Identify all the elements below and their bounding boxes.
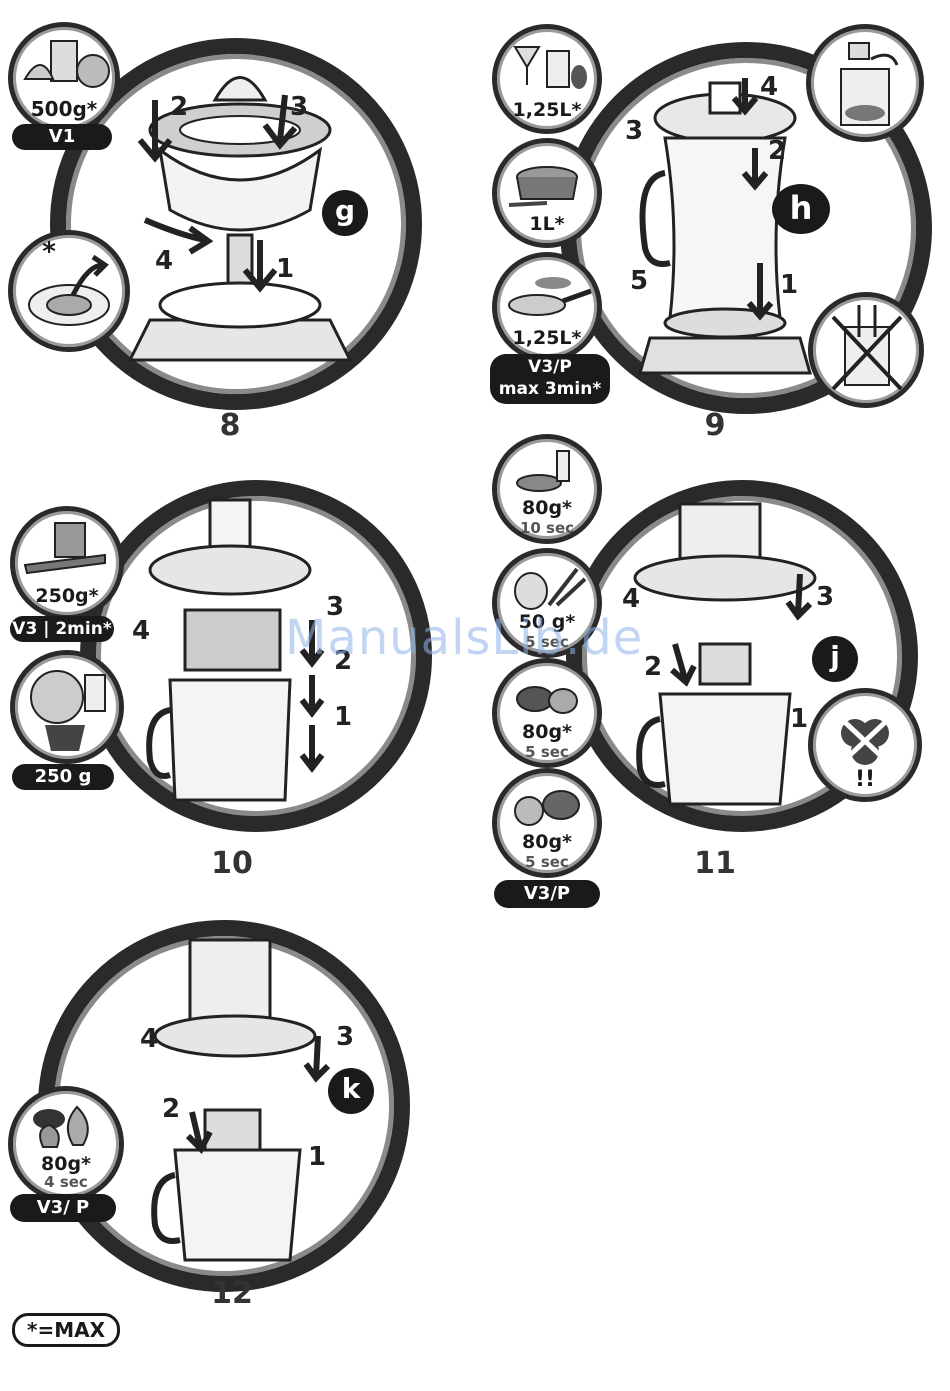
arrow-label-1: 1 xyxy=(334,702,352,732)
arrow-label-3: 3 xyxy=(625,116,643,146)
quantity-badge-meat: 80g* 5 sec xyxy=(492,768,602,878)
quantity-label: 80g* xyxy=(497,721,597,743)
baby-food-icon xyxy=(497,441,597,501)
legend-max-note: *=MAX xyxy=(12,1313,120,1347)
orange-glass-icon xyxy=(13,31,115,91)
panel-step-11: 4 3 2 1 j 80g* 10 sec 50 g* 5 sec 80g* 5… xyxy=(480,430,950,910)
nuts-icon xyxy=(497,665,597,725)
arrow-label-1: 1 xyxy=(276,254,294,284)
panel-step-10: 4 3 2 1 250g* V3 | 2min* 250 g 10 xyxy=(0,470,440,890)
time-label: max 3min* xyxy=(490,378,610,400)
grater-disc-icon xyxy=(15,655,119,759)
quantity-badge-vegetables: 250g* xyxy=(10,506,124,620)
watermark: ManualsLib.de xyxy=(285,610,643,666)
arrow-label-3: 3 xyxy=(336,1022,354,1052)
quantity-label: 1,25L* xyxy=(497,327,597,349)
soup-pot-icon xyxy=(497,147,597,211)
arrow-label-1: 1 xyxy=(780,270,798,300)
no-hot-liquid-icon xyxy=(813,297,919,403)
grater-disc-badge xyxy=(10,650,124,764)
cocktail-icon xyxy=(497,33,597,97)
pulp-tip-badge: * xyxy=(8,230,130,352)
arrow-label-3: 3 xyxy=(816,582,834,612)
fill-lid-icon xyxy=(811,29,919,137)
time-label: 5 sec xyxy=(497,853,597,871)
quantity-label: 1,25L* xyxy=(497,99,597,121)
quantity-label: 500g* xyxy=(13,97,115,121)
time-label: 10 sec xyxy=(497,519,597,537)
arrow-label-2: 2 xyxy=(162,1094,180,1124)
arrow-label-4: 4 xyxy=(140,1024,158,1054)
step-letter-g: g xyxy=(322,190,368,236)
quantity-pill-250g: 250 g xyxy=(12,764,114,790)
quantity-label: 1L* xyxy=(497,213,597,235)
panel-step-12: 4 3 2 1 k 80g* 4 sec V3/ P 12 xyxy=(0,910,440,1340)
note-asterisk: * xyxy=(8,237,125,267)
speed-time-pill: V3/P max 3min* xyxy=(490,354,610,404)
quantity-label: 80g* xyxy=(497,831,597,853)
speed-pill-v3p: V3/P xyxy=(494,880,600,908)
panel-step-8: 2 3 4 1 g 500g* V1 * 8 xyxy=(0,0,440,450)
meat-icon xyxy=(497,775,597,835)
speed-pill-v3p: V3/ P xyxy=(10,1194,116,1222)
warning-label: !! xyxy=(813,767,917,792)
quantity-label: 80g* xyxy=(13,1153,119,1175)
step-number-10: 10 xyxy=(192,846,272,881)
vegetables-icon xyxy=(15,515,119,579)
time-label: 5 sec xyxy=(497,743,597,761)
arrow-label-1: 1 xyxy=(308,1142,326,1172)
quantity-badge-nuts: 80g* 5 sec xyxy=(492,658,602,768)
panel-step-9: 4 3 2 5 1 h 1,25L* 1L* 1,25L* V3/P max 3… xyxy=(480,0,950,450)
dried-fruit-icon xyxy=(13,1095,119,1155)
step-number-12: 12 xyxy=(192,1276,272,1311)
quantity-badge-soup: 1L* xyxy=(492,138,602,248)
quantity-badge-500g: 500g* xyxy=(8,22,120,134)
time-label: 2min* xyxy=(55,619,111,639)
quantity-badge-dried-fruit: 80g* 4 sec xyxy=(8,1086,124,1202)
step-number-8: 8 xyxy=(190,408,270,443)
quantity-badge-pan: 1,25L* xyxy=(492,252,602,362)
step-letter-j: j xyxy=(812,636,858,682)
speed-label: V3/P xyxy=(490,356,610,378)
pill-separator: | xyxy=(43,619,49,639)
arrow-label-2: 2 xyxy=(768,136,786,166)
arrow-label-2: 2 xyxy=(170,92,188,122)
speed-time-pill: V3 | 2min* xyxy=(10,616,114,642)
quantity-badge-baby-food: 80g* 10 sec xyxy=(492,434,602,544)
frying-pan-icon xyxy=(497,261,597,325)
arrow-label-1: 1 xyxy=(790,704,808,734)
arrow-label-3: 3 xyxy=(290,92,308,122)
arrow-label-4: 4 xyxy=(155,246,173,276)
arrow-label-2: 2 xyxy=(644,652,662,682)
step-number-11: 11 xyxy=(675,846,755,881)
arrow-label-5: 5 xyxy=(630,266,648,296)
step-letter-k: k xyxy=(328,1068,374,1114)
no-hard-items-badge: !! xyxy=(808,688,922,802)
time-label: 4 sec xyxy=(13,1173,119,1191)
quantity-badge-cocktail: 1,25L* xyxy=(492,24,602,134)
quantity-label: 80g* xyxy=(497,497,597,519)
no-hot-liquid-badge xyxy=(808,292,924,408)
fill-lid-badge xyxy=(806,24,924,142)
arrow-label-4: 4 xyxy=(132,616,150,646)
arrow-label-4: 4 xyxy=(760,72,778,102)
speed-label: V3 xyxy=(12,619,37,639)
speed-pill-v1: V1 xyxy=(12,124,112,150)
quantity-label: 250g* xyxy=(15,585,119,607)
step-letter-h: h xyxy=(772,184,830,234)
herbs-garlic-icon xyxy=(497,555,597,615)
